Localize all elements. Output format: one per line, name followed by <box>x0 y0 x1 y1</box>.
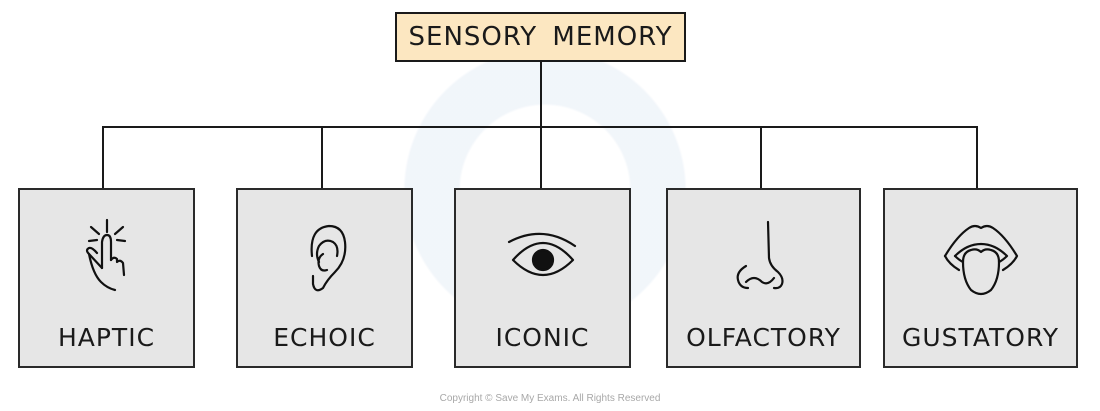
node-label: ECHOIC <box>273 323 376 352</box>
node-label: GUSTATORY <box>901 323 1060 352</box>
eye-icon <box>507 232 576 276</box>
node-label: HAPTIC <box>57 323 156 352</box>
node-iconic: ICONIC <box>454 188 631 368</box>
connector-iconic <box>540 126 542 189</box>
root-node-label: SENSORY MEMORY <box>408 22 673 52</box>
node-gustatory: GUSTATORY <box>883 188 1078 368</box>
connector-olfactory <box>760 126 762 189</box>
copyright-notice: Copyright © Save My Exams. All Rights Re… <box>439 393 661 404</box>
nose-icon <box>736 220 784 290</box>
root-node-sensory-memory: SENSORY MEMORY <box>395 12 686 62</box>
connector-trunk <box>540 62 542 128</box>
node-label: ICONIC <box>495 323 590 352</box>
pointing-finger-icon <box>85 218 126 292</box>
node-olfactory: OLFACTORY <box>666 188 861 368</box>
ear-icon <box>310 224 346 292</box>
connector-gustatory <box>976 126 978 189</box>
node-echoic: ECHOIC <box>236 188 413 368</box>
node-label: OLFACTORY <box>686 323 841 352</box>
node-haptic: HAPTIC <box>18 188 195 368</box>
connector-haptic <box>102 126 104 189</box>
connector-echoic <box>321 126 323 189</box>
mouth-tongue-icon <box>943 224 1018 296</box>
